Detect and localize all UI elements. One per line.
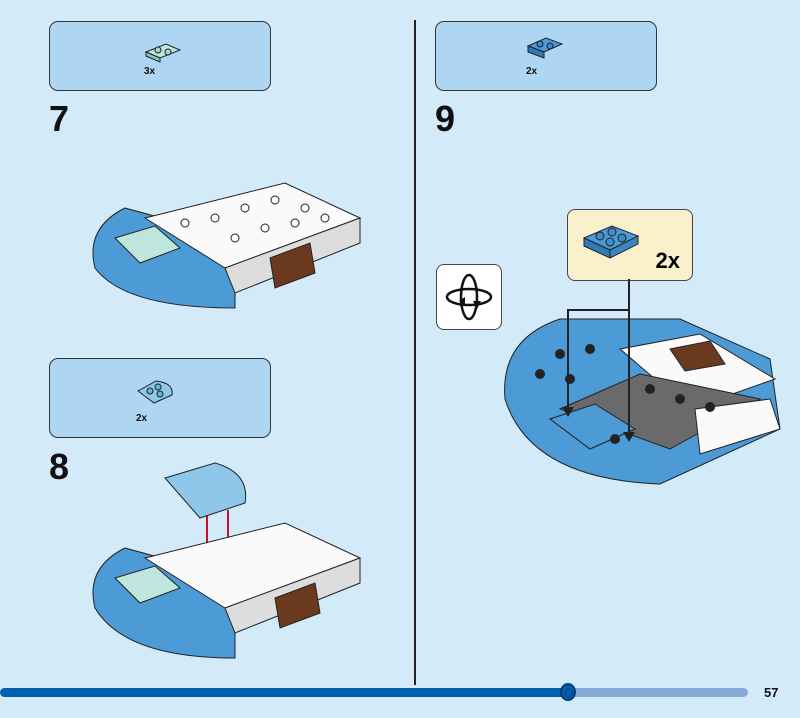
step-9-sub-callout: 2x	[567, 209, 693, 281]
light-aqua-plate-icon	[144, 43, 182, 63]
step-8-quantity: 2x	[136, 413, 148, 424]
step-8-parts-callout: 2x	[49, 358, 271, 438]
azure-round-plate-icon	[137, 380, 173, 404]
page-number: 57	[764, 685, 779, 700]
step-7-parts-callout: 3x	[49, 21, 271, 91]
progress-knob[interactable]	[560, 683, 577, 701]
step-7-number: 7	[49, 98, 70, 139]
step-8-number: 8	[49, 446, 70, 487]
azure-plate-2x2-icon	[582, 225, 640, 259]
step-9-number: 9	[435, 98, 456, 139]
step-7-model	[92, 182, 362, 309]
sub-callout-quantity: 2x	[655, 248, 680, 273]
progress-fill	[0, 688, 569, 697]
step-9-quantity: 2x	[526, 66, 538, 77]
column-divider	[414, 20, 416, 685]
step-8-model	[92, 462, 362, 659]
rotate-model-icon	[436, 264, 502, 330]
step-7-quantity: 3x	[144, 66, 156, 77]
azure-plate-2x2-icon	[526, 37, 564, 59]
progress-bar[interactable]	[0, 688, 748, 697]
step-9-model	[504, 279, 781, 485]
step-9-parts-callout: 2x	[435, 21, 657, 91]
